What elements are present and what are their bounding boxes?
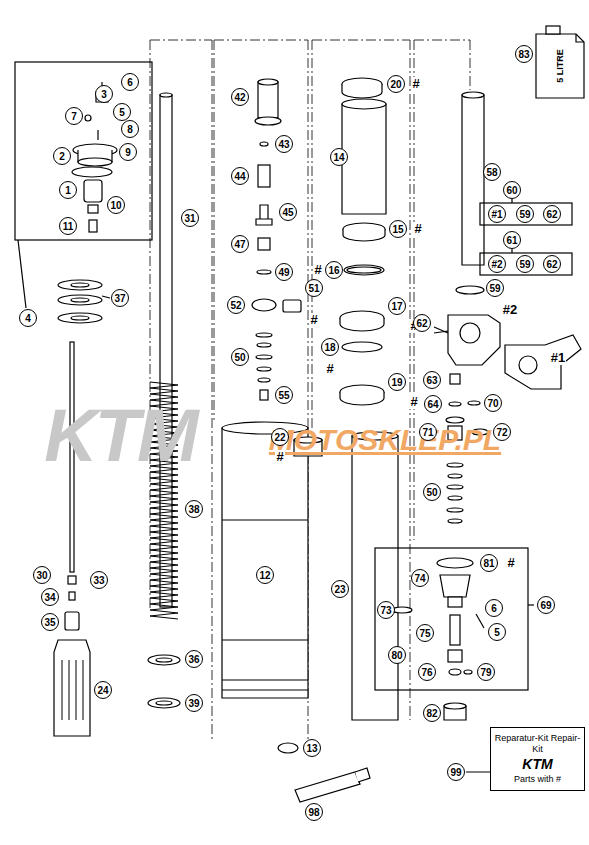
repair-kit-mark: #: [411, 77, 420, 91]
callout-number: 69: [537, 596, 555, 614]
callout-number: 72: [493, 423, 511, 441]
callout-number: 81: [480, 554, 498, 572]
repair-kit-mark: #: [313, 263, 322, 277]
callout-number: 62: [543, 205, 561, 223]
callout-number: 8: [121, 120, 139, 138]
callout-number: 60: [503, 181, 521, 199]
callout-number: 98: [305, 803, 323, 821]
callout-number: 59: [486, 279, 504, 297]
watermark: KTM: [44, 399, 195, 473]
callout-number: 15: [389, 220, 407, 238]
repair-kit-mark: #: [506, 556, 515, 570]
slot: [62, 660, 63, 720]
callout-number: 83: [515, 45, 533, 63]
can-label: 5 LITRE: [555, 49, 565, 83]
callout-number: 14: [330, 148, 348, 166]
callout-number: 13: [303, 739, 321, 757]
kit-text: Reparatur-Kit Repair-Kit: [494, 733, 581, 755]
callout-number: 20: [387, 75, 405, 93]
repair-kit-mark: #1: [550, 351, 566, 365]
callout-number: 71: [419, 423, 437, 441]
callout-number: 7: [65, 107, 83, 125]
callout-number: #2: [488, 255, 506, 273]
callout-number: 12: [256, 566, 274, 584]
callout-number: 19: [388, 373, 406, 391]
callout-number: 33: [90, 571, 108, 589]
callout-number: 22: [271, 428, 289, 446]
callout-number: 34: [41, 588, 59, 606]
repair-kit-mark: #: [413, 222, 422, 236]
callout-number: 61: [503, 231, 521, 249]
callout-number: 2: [53, 147, 71, 165]
callout-number: 50: [423, 483, 441, 501]
callout-number: 80: [388, 646, 406, 664]
callout-number: 39: [185, 694, 203, 712]
callout-number: 59: [516, 255, 534, 273]
slot: [76, 660, 77, 720]
callout-number: 70: [484, 394, 502, 412]
callout-number: 1: [59, 181, 77, 199]
callout-number: 63: [423, 371, 441, 389]
callout-number: 37: [111, 289, 129, 307]
callout-number: 5: [488, 623, 506, 641]
callout-number: 17: [388, 297, 406, 315]
callout-number: 62: [543, 255, 561, 273]
callout-number: 24: [94, 681, 112, 699]
watermark: MOTOSKLEP.PL: [269, 425, 501, 455]
repair-kit-mark: #: [275, 450, 284, 464]
callout-number: 82: [423, 704, 441, 722]
repair-kit-mark: #2: [502, 303, 518, 317]
callout-number: 73: [377, 601, 395, 619]
callout-number: 47: [231, 235, 249, 253]
callout-number: 9: [119, 143, 137, 161]
slot: [83, 660, 84, 720]
callout-number: 79: [477, 663, 495, 681]
callout-number: 4: [19, 309, 37, 327]
callout-number: 44: [231, 167, 249, 185]
callout-number: 50: [231, 348, 249, 366]
callout-number: 59: [516, 205, 534, 223]
repair-kit-mark: #: [409, 395, 418, 409]
callout-number: 36: [185, 650, 203, 668]
repair-kit-mark: #: [309, 313, 318, 327]
callout-number: 58: [483, 163, 501, 181]
callout-number: 49: [275, 263, 293, 281]
callout-number: 64: [424, 395, 442, 413]
callout-number: #1: [488, 205, 506, 223]
brand-logo: KTM: [494, 759, 581, 770]
callout-number: 55: [275, 386, 293, 404]
slot: [69, 660, 70, 720]
callout-number: 5: [113, 103, 131, 121]
callout-number: 52: [227, 296, 245, 314]
callout-number: 42: [231, 88, 249, 106]
callout-number: 74: [411, 569, 429, 587]
callout-number: 62: [413, 314, 431, 332]
callout-number: 45: [279, 203, 297, 221]
callout-number: 30: [33, 566, 51, 584]
callout-number: 10: [107, 196, 125, 214]
callout-number: 3: [95, 85, 113, 103]
callout-number: 38: [185, 500, 203, 518]
callout-number: 35: [41, 613, 59, 631]
callout-number: 6: [485, 599, 503, 617]
callout-number: 76: [418, 663, 436, 681]
kit-text: Parts with #: [494, 774, 581, 785]
callout-number: 23: [331, 580, 349, 598]
repair-kit-box: Reparatur-Kit Repair-KitKTM Parts with #: [490, 727, 585, 791]
callout-number: 31: [181, 209, 199, 227]
callout-number: 99: [447, 763, 465, 781]
callout-number: 16: [325, 261, 343, 279]
callout-number: 18: [321, 338, 339, 356]
repair-kit-mark: #: [325, 362, 334, 376]
callout-number: 11: [59, 217, 77, 235]
callout-number: 6: [121, 73, 139, 91]
callout-number: 75: [416, 624, 434, 642]
callout-number: 51: [305, 279, 323, 297]
callout-number: 43: [275, 135, 293, 153]
